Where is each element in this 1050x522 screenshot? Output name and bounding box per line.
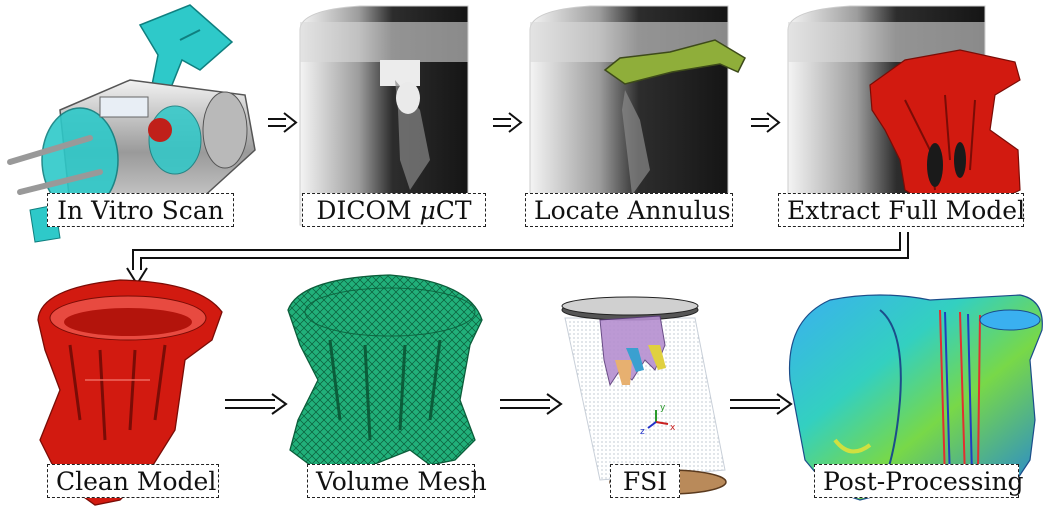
arrow-4: [225, 393, 288, 415]
step-label-dicom-uct: DICOM μCT: [302, 193, 486, 227]
step-label-fsi: FSI: [610, 464, 680, 498]
scanner-illustration: [7, 4, 256, 243]
arrow-1: [268, 112, 298, 133]
arrow-3: [751, 112, 781, 133]
arrow-5: [500, 393, 563, 415]
annulus-illustration: [529, 5, 746, 226]
row-connector-arrow: [126, 232, 909, 286]
step-label-post-processing: Post-Processing: [814, 464, 1024, 498]
step-label-extract-full-model: Extract Full Model: [778, 193, 1025, 227]
arrow-2: [493, 112, 523, 133]
step-label-locate-annulus: Locate Annulus: [525, 193, 733, 227]
step-label-in-vitro-scan: In Vitro Scan: [47, 193, 234, 227]
fsi-axis-y-label: y: [660, 403, 666, 413]
step-label-volume-mesh: Volume Mesh: [307, 464, 487, 498]
dicom-illustration: [299, 5, 469, 226]
dicom-label-suffix: CT: [435, 196, 472, 225]
fsi-axis-x-label: x: [670, 423, 676, 433]
fsi-axis-z-label: z: [640, 427, 645, 437]
dicom-label-greek: μ: [419, 196, 436, 225]
step-label-clean-model: Clean Model: [47, 464, 219, 498]
volume-mesh-illustration: [287, 274, 483, 471]
clean-model-illustration: [37, 279, 223, 506]
dicom-label-prefix: DICOM: [316, 196, 420, 225]
arrow-6: [730, 393, 793, 415]
full-model-illustration: [787, 5, 1021, 226]
fsi-axes-triad: [647, 410, 669, 429]
